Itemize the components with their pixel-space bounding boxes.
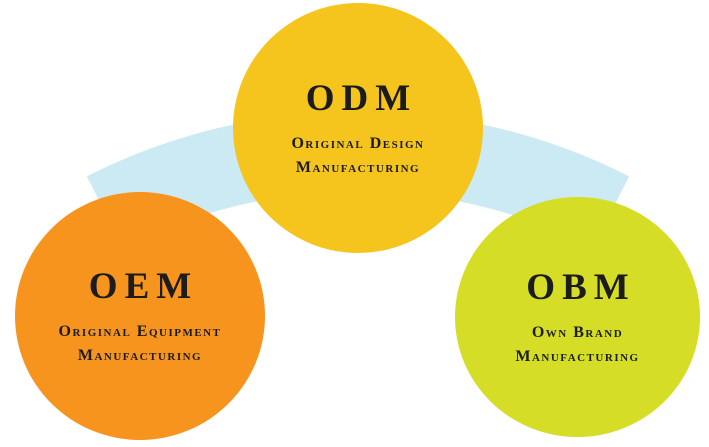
node-oem-subtitle: Original Equipment Manufacturing: [59, 320, 222, 366]
node-obm: OBM Own Brand Manufacturing: [455, 197, 700, 437]
node-odm-subtitle-line1: Original Design: [291, 135, 425, 153]
node-oem: OEM Original Equipment Manufacturing: [15, 192, 265, 440]
node-obm-acronym: OBM: [526, 267, 636, 309]
node-obm-subtitle: Own Brand Manufacturing: [515, 321, 639, 367]
node-odm-subtitle: Original Design Manufacturing: [291, 132, 424, 178]
node-obm-subtitle-line1: Own Brand: [531, 324, 624, 342]
node-oem-subtitle-line1: Original Equipment: [58, 323, 222, 341]
node-odm: ODM Original Design Manufacturing: [233, 3, 483, 253]
node-oem-acronym: OEM: [88, 266, 199, 308]
node-oem-subtitle-line2: Manufacturing: [77, 346, 203, 364]
node-odm-acronym: ODM: [305, 78, 418, 120]
node-odm-subtitle-line2: Manufacturing: [295, 158, 421, 176]
node-obm-subtitle-line2: Manufacturing: [515, 347, 640, 365]
